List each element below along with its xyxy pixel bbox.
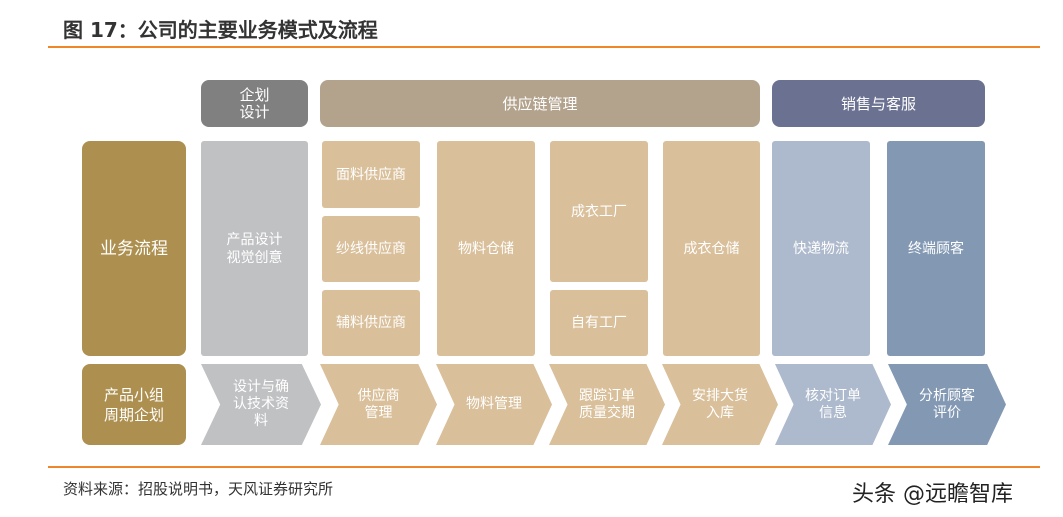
step-material-management: 物料管理 [436,364,552,445]
header-supply-chain: 供应链管理 [320,80,760,127]
step-customer-feedback: 分析顾客 评价 [888,364,1006,445]
cell-material-storage: 物料仓储 [437,141,535,356]
watermark: 头条 @远瞻智库 [852,482,1013,507]
cell-design: 产品设计 视觉创意 [201,141,308,356]
cell-yarn-supplier: 纱线供应商 [322,216,420,282]
row-label-process: 业务流程 [82,141,186,356]
header-design: 企划 设计 [201,80,308,127]
top-divider [48,46,1040,48]
cell-garment-factory: 成衣工厂 [550,141,648,282]
cell-garment-storage: 成衣仓储 [663,141,760,356]
step-order-tracking: 跟踪订单 质量交期 [549,364,665,445]
cell-fabric-supplier: 面料供应商 [322,141,420,208]
step-design-confirm: 设计与确 认技术资 料 [201,364,321,445]
cell-customer: 终端顾客 [887,141,985,356]
step-order-verification: 核对订单 信息 [775,364,891,445]
cell-accessory-supplier: 辅料供应商 [322,290,420,356]
bottom-divider [48,466,1040,468]
step-supplier-management: 供应商 管理 [320,364,437,445]
row-label-planning: 产品小组 周期企划 [82,364,186,445]
figure-title: 图 17：公司的主要业务模式及流程 [63,18,378,42]
cell-logistics: 快递物流 [772,141,870,356]
cell-own-factory: 自有工厂 [550,290,648,356]
step-warehousing: 安排大货 入库 [662,364,778,445]
source-note: 资料来源：招股说明书，天风证券研究所 [63,480,334,498]
header-sales: 销售与客服 [772,80,985,127]
